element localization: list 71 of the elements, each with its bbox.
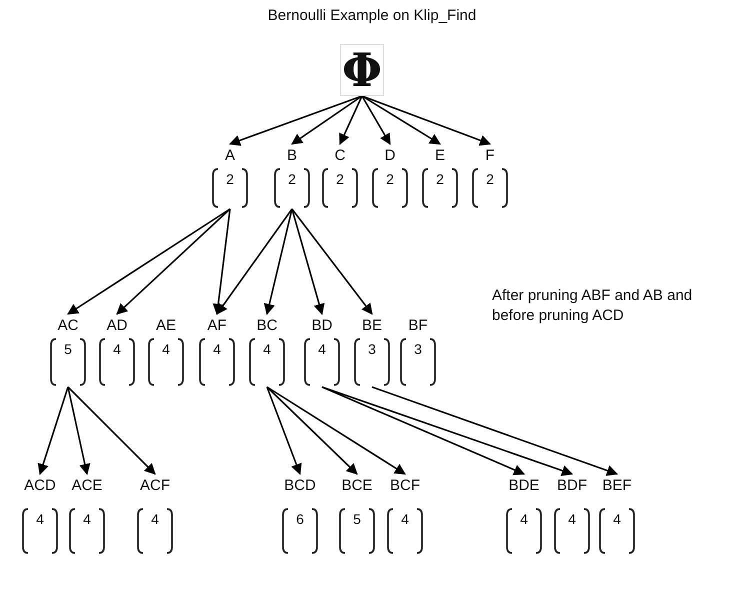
arrow [212,208,231,316]
node-label: AF [207,317,227,335]
node-label: BEF [602,477,632,495]
node-label: ACE [72,477,102,495]
count-value: 6 [296,511,304,527]
count-value: 4 [213,341,221,357]
arrow [116,208,231,315]
arrow [322,386,574,476]
arrow [266,386,302,476]
count-value: 2 [336,171,344,187]
arrow [372,386,618,476]
node-label: AE [156,317,176,335]
arrow [67,208,230,315]
arrow [264,208,293,316]
count-value: 4 [151,511,159,527]
count-value: 2 [288,171,296,187]
node-label: ACF [140,477,170,495]
node-label: C [334,147,346,165]
count-value: 3 [414,341,422,357]
count-value: 4 [613,511,621,527]
count-value: 4 [401,511,409,527]
arrow [266,386,358,475]
count-value: 4 [83,511,91,527]
node-label: BC [256,317,278,335]
node-label: ACD [24,477,56,495]
count-value: 5 [353,511,361,527]
node-label: BCF [390,477,420,495]
root-symbol-box: Φ [340,44,384,96]
count-value: 4 [520,511,528,527]
arrow [339,96,363,146]
count-value: 4 [36,511,44,527]
count-value: 4 [162,341,170,357]
node-label: E [434,147,445,165]
diagram-title: Bernoulli Example on Klip_Find [266,7,478,25]
arrow [291,208,373,315]
node-label: BDF [557,477,587,495]
arrow [322,386,526,476]
count-value: 2 [226,171,234,187]
arrow [291,208,325,316]
node-label: BE [362,317,382,335]
count-value: 3 [368,341,376,357]
arrow [361,96,391,145]
arrow [67,386,90,476]
arrow [38,386,69,476]
arrow [228,95,362,146]
arrow [362,95,441,145]
count-value: 5 [64,341,72,357]
node-label: BF [408,317,428,335]
arrow [266,386,406,475]
count-value: 2 [436,171,444,187]
node-label: BD [312,317,332,335]
arrow [216,208,293,315]
note-text: After pruning ABF and AB and before pruning ACD [492,286,694,326]
node-label: AC [58,317,78,335]
node-label: A [224,147,235,165]
count-value: 2 [386,171,394,187]
count-value: 4 [318,341,326,357]
arrow [67,386,156,475]
node-label: B [286,147,297,165]
count-value: 2 [486,171,494,187]
node-label: F [485,147,495,165]
count-value: 4 [113,341,121,357]
count-value: 4 [568,511,576,527]
node-label: BCE [342,477,372,495]
arrow [291,95,362,145]
count-value: 4 [263,341,271,357]
node-label: BCD [284,477,316,495]
node-label: D [384,147,396,165]
node-label: AD [106,317,128,335]
arrow [362,95,492,146]
node-label: BDE [508,477,540,495]
